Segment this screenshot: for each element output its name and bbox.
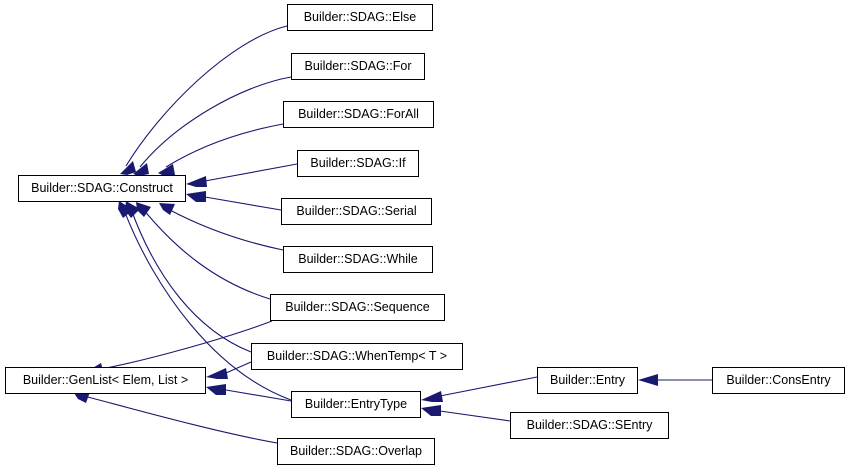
node-consentry[interactable]: Builder::ConsEntry: [712, 367, 845, 394]
node-for[interactable]: Builder::SDAG::For: [291, 53, 425, 80]
edge-for-to-construct: [133, 76, 292, 176]
node-label: Builder::SDAG::Overlap: [290, 444, 422, 459]
edge-entry-to-entrytype: [421, 376, 538, 402]
node-overlap[interactable]: Builder::SDAG::Overlap: [277, 438, 435, 465]
edge-sentry-to-entrytype: [421, 405, 511, 422]
node-label: Builder::EntryType: [304, 397, 408, 412]
node-if[interactable]: Builder::SDAG::If: [297, 150, 419, 177]
node-label: Builder::SDAG::Else: [303, 10, 417, 25]
edge-sequence-to-construct: [136, 202, 271, 300]
node-entrytype[interactable]: Builder::EntryType: [291, 391, 421, 418]
node-else[interactable]: Builder::SDAG::Else: [287, 4, 433, 31]
node-label: Builder::SDAG::ForAll: [298, 107, 419, 122]
node-label: Builder::SDAG::While: [298, 252, 418, 267]
node-label: Builder::SDAG::Sequence: [285, 300, 430, 315]
edge-forall-to-construct: [158, 123, 284, 176]
node-forall[interactable]: Builder::SDAG::ForAll: [283, 101, 434, 128]
edge-if-to-construct: [186, 163, 298, 187]
node-genlist[interactable]: Builder::GenList< Elem, List >: [5, 367, 206, 394]
node-label: Builder::SDAG::Serial: [296, 204, 417, 219]
edge-while-to-construct: [159, 203, 284, 251]
node-label: Builder::SDAG::Construct: [31, 181, 173, 196]
edge-entrytype-to-construct: [118, 201, 292, 401]
node-sentry[interactable]: Builder::SDAG::SEntry: [510, 412, 669, 439]
node-label: Builder::Entry: [549, 373, 626, 388]
edge-whentemp-to-genlist: [206, 361, 252, 379]
node-construct[interactable]: Builder::SDAG::Construct: [18, 175, 186, 202]
edge-consentry-to-entry: [638, 374, 712, 386]
edge-overlap-to-genlist: [74, 392, 278, 444]
node-sequence[interactable]: Builder::SDAG::Sequence: [270, 294, 445, 321]
edge-whentemp-to-construct: [125, 201, 252, 353]
node-label: Builder::SDAG::For: [304, 59, 412, 74]
node-label: Builder::ConsEntry: [726, 373, 831, 388]
node-label: Builder::SDAG::SEntry: [526, 418, 653, 433]
node-serial[interactable]: Builder::SDAG::Serial: [281, 198, 432, 225]
node-entry[interactable]: Builder::Entry: [537, 367, 638, 394]
node-label: Builder::SDAG::If: [310, 156, 406, 171]
node-label: Builder::SDAG::WhenTemp< T >: [266, 349, 448, 364]
edge-serial-to-construct: [186, 191, 282, 211]
node-whentemp[interactable]: Builder::SDAG::WhenTemp< T >: [251, 343, 463, 370]
edge-else-to-construct: [120, 25, 288, 175]
node-label: Builder::GenList< Elem, List >: [22, 373, 189, 388]
node-while[interactable]: Builder::SDAG::While: [283, 246, 433, 273]
edge-entrytype-to-genlist: [206, 384, 292, 402]
